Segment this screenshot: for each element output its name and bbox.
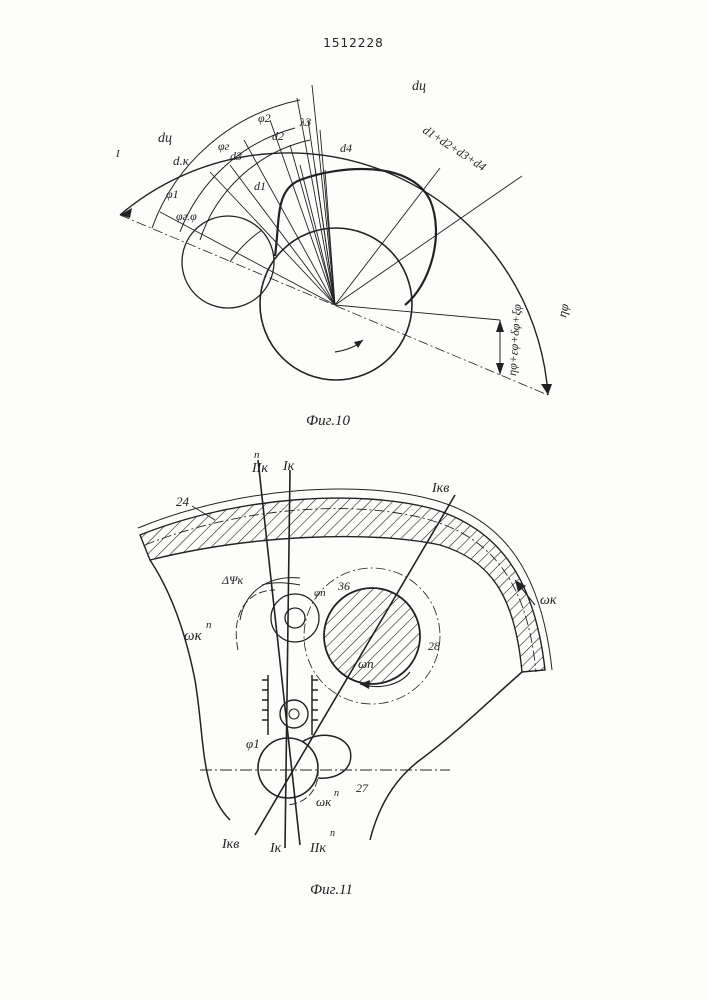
fig11-label-IIk-bot: IIк — [309, 841, 326, 856]
fig11-label-omega-k: ωк — [540, 593, 557, 608]
fig10-label-dc-left: dц — [158, 131, 172, 146]
fig11-label-27: 27 — [356, 781, 369, 795]
fig11-label-omega-k-n-low-sup: n — [334, 788, 339, 799]
fig11-label-omega-k-n-sup: n — [206, 619, 212, 631]
fig10-mark-i: I — [115, 148, 121, 160]
fig11-label-n-bot: n — [330, 828, 335, 839]
fig10-label-sum-phi: ηφ+εφ+δφ+ξφ — [505, 303, 524, 376]
fig10-ext-lower — [335, 305, 500, 320]
fig10-label-phir: φг — [218, 139, 230, 153]
fig11-drawing: IIк n Iк Iкв 24 ΔΨк φп 36 ωк n 28 ωn ωк … — [138, 449, 557, 856]
fig10-dim-arrow-top — [496, 320, 504, 332]
fig11-housing-right — [370, 672, 522, 840]
fig10-label-sum-d: d1+d2+d3+d4 — [420, 123, 488, 174]
fig10-label-phir-phi: φг.φ — [176, 209, 197, 223]
fig10-outer-arrow — [541, 384, 552, 395]
fig11-label-omega-n: ωn — [358, 656, 374, 671]
fig11-label-omega-k-n: ωк — [184, 628, 203, 644]
fig11-housing-left — [150, 560, 230, 820]
fig11-label-Ikv-bot: Iкв — [221, 837, 239, 852]
fig10-dim-arrow-bot — [496, 363, 504, 375]
fig11-label-Ik-top: Iк — [282, 459, 295, 474]
fig11-label-phi-n: φп — [314, 587, 326, 599]
fig11-label-28: 28 — [428, 639, 440, 653]
fig10-small-circle — [182, 216, 274, 308]
fig10-label-phi2: φ2 — [258, 111, 271, 125]
fig11-label-Ikv-top: Iкв — [431, 481, 449, 496]
fig11-label-Ik-bot: Iк — [269, 841, 282, 856]
fig11-dashed-arc — [236, 590, 275, 650]
fig10-label-dc-right: dц — [412, 79, 426, 94]
fig11-pin-36-outer — [271, 594, 319, 642]
fig10-label-lambda3: λ3 — [299, 115, 311, 129]
fig11-cam-27 — [258, 738, 318, 798]
fig11-cam-27-dashed — [285, 768, 318, 805]
fig11-label-24: 24 — [176, 494, 190, 509]
fig11-caption: Фиг.11 — [310, 882, 353, 899]
fig11-label-delta-psi: ΔΨк — [221, 573, 243, 587]
fig11-label-IIk-top: IIк — [251, 461, 268, 476]
fig10-caption: Фиг.10 — [306, 413, 350, 430]
fig10-label-d3: d3 — [230, 149, 242, 163]
fig10-label-phi1: φ1 — [166, 187, 179, 201]
fig11-slider-roller — [280, 700, 308, 728]
fig10-label-d4: d4 — [340, 141, 352, 155]
fig11-label-36: 36 — [337, 579, 350, 593]
fig11-label-phi1: φ1 — [246, 736, 260, 751]
fig11-guides — [262, 675, 318, 735]
fig11-slider-pin — [289, 709, 299, 719]
fig11-label-omega-k-n-low: ωк — [316, 794, 332, 809]
fig10-label-dk: d.к — [173, 153, 190, 168]
fig10-label-nphi: ηφ — [554, 302, 572, 318]
fig10-label-d2: d2 — [272, 129, 284, 143]
fig10-drawing: dц dц d.к φ1 φг.φ φг φ2 d3 d2 λ3 d4 d1 d… — [115, 79, 572, 395]
fig10-rotation-arrowhead — [354, 340, 363, 348]
fig10-label-d1: d1 — [254, 179, 266, 193]
fig11-label-n-top: n — [254, 449, 260, 461]
